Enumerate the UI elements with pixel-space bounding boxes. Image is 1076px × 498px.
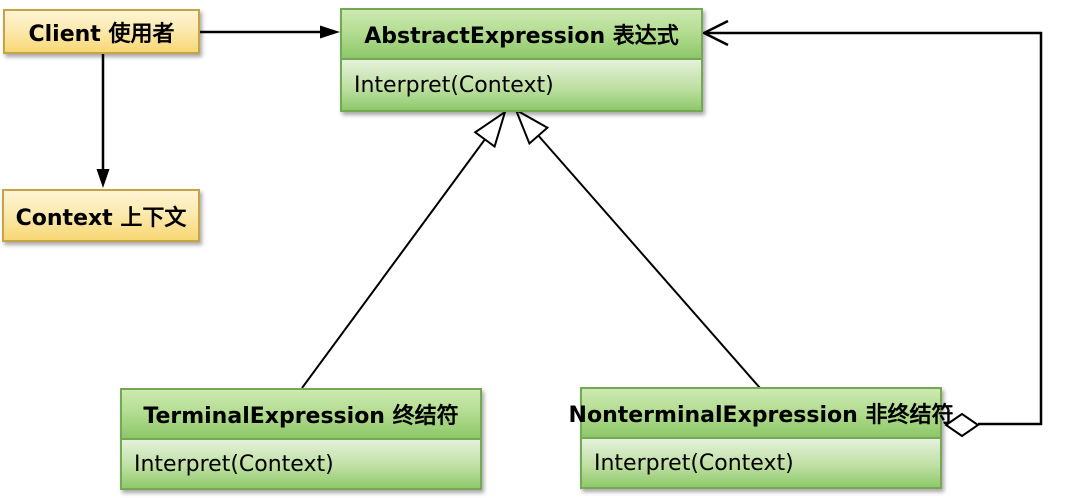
edge-client-to-context-association (96, 54, 110, 188)
filled-arrowhead-icon (96, 169, 110, 188)
edge-nonterminal-to-abstract-aggregation (701, 19, 1043, 438)
node-context: Context 上下文 (2, 189, 200, 242)
node-nonterminal-expression-title: NonterminalExpression 非终结符 (569, 389, 953, 439)
filled-arrowhead-icon (320, 25, 340, 39)
hollow-triangle-icon (514, 107, 550, 146)
edge-terminal-to-abstract-generalization (301, 109, 507, 389)
node-abstract-expression: AbstractExpression 表达式 Interpret(Context… (340, 8, 703, 112)
edge-client-to-abstract-association (200, 25, 340, 39)
node-context-label: Context 上下文 (15, 205, 187, 231)
node-client-label: Client 使用者 (28, 21, 175, 47)
node-terminal-expression: TerminalExpression 终结符 Interpret(Context… (120, 388, 482, 490)
node-abstract-expression-method: Interpret(Context) (342, 60, 701, 110)
node-terminal-expression-title: TerminalExpression 终结符 (122, 390, 480, 440)
open-arrowhead-icon (701, 19, 729, 47)
node-nonterminal-expression: NonterminalExpression 非终结符 Interpret(Con… (569, 387, 953, 489)
node-nonterminal-expression-method: Interpret(Context) (582, 439, 940, 487)
node-abstract-expression-title: AbstractExpression 表达式 (342, 10, 701, 60)
hollow-triangle-icon (473, 109, 507, 149)
edge-nonterminal-to-abstract-generalization (514, 107, 761, 389)
node-terminal-expression-method: Interpret(Context) (122, 440, 480, 488)
node-client: Client 使用者 (3, 9, 200, 54)
